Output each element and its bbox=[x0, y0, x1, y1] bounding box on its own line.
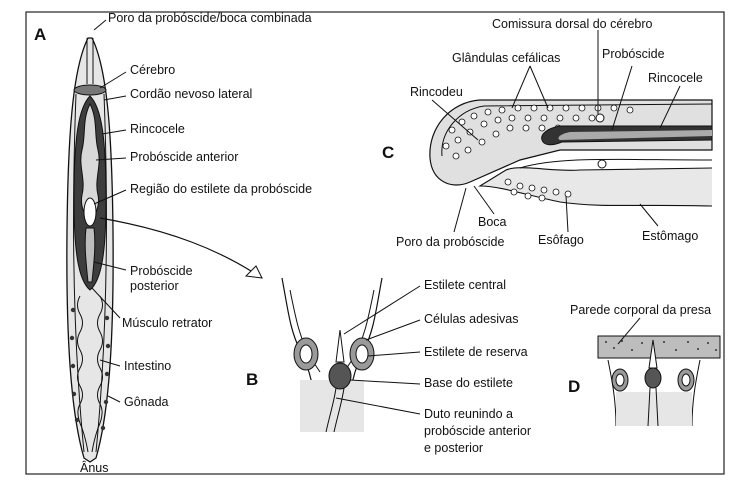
label-prob-posterior-1: Probóscide bbox=[130, 264, 193, 278]
arrow-head bbox=[246, 266, 262, 278]
label-duto-3: e posterior bbox=[424, 441, 483, 455]
panel-label-c: C bbox=[382, 143, 394, 162]
label-estomago: Estômago bbox=[642, 229, 698, 243]
stylet-region bbox=[84, 198, 96, 226]
panel-b-drawing bbox=[282, 278, 382, 432]
label-duto-1: Duto reunindo a bbox=[424, 407, 513, 421]
label-celulas-adesivas: Células adesivas bbox=[424, 312, 519, 326]
panel-c-drawing bbox=[430, 100, 712, 206]
label-musculo: Músculo retrator bbox=[122, 316, 212, 330]
label-poro-boca: Poro da probóscide/boca combinada bbox=[108, 11, 312, 25]
label-rincocele-a: Rincocele bbox=[130, 122, 185, 136]
label-esofago: Esôfago bbox=[538, 233, 584, 247]
label-anus: Ânus bbox=[80, 460, 109, 475]
panel-d-drawing bbox=[598, 336, 720, 426]
label-intestino: Intestino bbox=[124, 359, 171, 373]
panel-label-b: B bbox=[246, 370, 258, 389]
panel-label-a: A bbox=[34, 25, 46, 44]
panel-label-d: D bbox=[568, 377, 580, 396]
label-base-estilete: Base do estilete bbox=[424, 376, 513, 390]
label-prob-anterior: Probóscide anterior bbox=[130, 150, 238, 164]
label-rincodeu: Rincodeu bbox=[410, 85, 463, 99]
label-boca: Boca bbox=[478, 215, 507, 229]
label-poro-proboscide: Poro da probóscide bbox=[396, 235, 504, 249]
label-regiao-estilete: Região do estilete da probóscide bbox=[130, 182, 312, 196]
brain bbox=[74, 85, 106, 95]
label-cordao: Cordão nevoso lateral bbox=[130, 87, 252, 101]
label-parede: Parede corporal da presa bbox=[570, 303, 711, 317]
label-duto-2: probóscide anterior bbox=[424, 424, 531, 438]
label-glandulas: Glândulas cefálicas bbox=[452, 51, 560, 65]
label-proboscide-c: Probóscide bbox=[602, 47, 665, 61]
label-prob-posterior-2: posterior bbox=[130, 279, 179, 293]
label-rincocele-c: Rincocele bbox=[648, 71, 703, 85]
label-estilete-reserva: Estilete de reserva bbox=[424, 345, 528, 359]
label-estilete-central: Estilete central bbox=[424, 278, 506, 292]
label-cerebro: Cérebro bbox=[130, 63, 175, 77]
panel-b-labels: B Estilete central Células adesivas Esti… bbox=[246, 278, 531, 455]
label-comissura: Comissura dorsal do cérebro bbox=[492, 17, 653, 31]
label-gonada: Gônada bbox=[124, 395, 169, 409]
